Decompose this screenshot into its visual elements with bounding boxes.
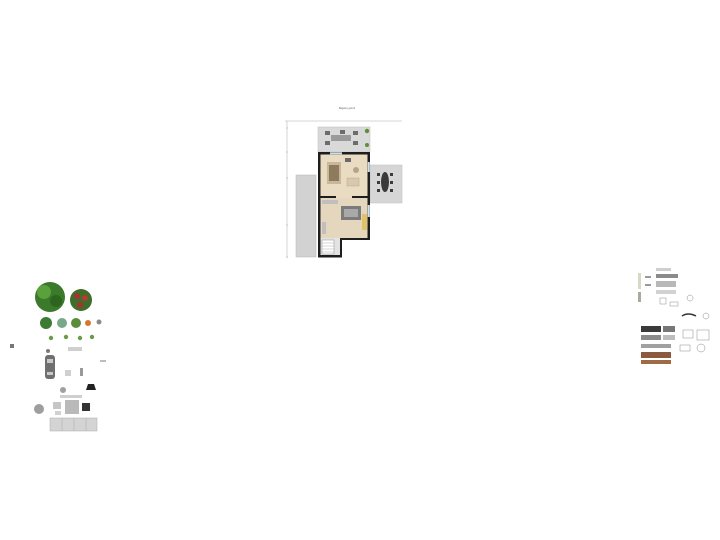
furniture-symbol-icon bbox=[659, 294, 710, 353]
walls bbox=[318, 152, 370, 258]
material-swatch-icon bbox=[638, 268, 678, 302]
side-strip bbox=[295, 174, 317, 258]
landscape-symbols bbox=[10, 282, 106, 432]
living-furniture bbox=[327, 158, 360, 187]
stair bbox=[321, 239, 335, 255]
terrace-plant bbox=[365, 143, 369, 147]
wood-floor-swatch-icon bbox=[641, 326, 675, 364]
plan-title: Begane grond bbox=[338, 107, 356, 110]
tree-icon bbox=[35, 282, 65, 312]
kitchen-furniture bbox=[322, 200, 361, 234]
dimension-lines bbox=[285, 120, 402, 258]
car-icon bbox=[45, 355, 55, 379]
bench-icon bbox=[49, 417, 98, 432]
terrace-plant bbox=[364, 128, 370, 134]
patio-table bbox=[381, 172, 389, 192]
symbol-marker bbox=[10, 344, 14, 348]
landscape-symbol-library bbox=[0, 270, 130, 440]
terrace-chairs bbox=[325, 130, 358, 145]
lounge-set-icon bbox=[34, 400, 90, 415]
red-flowering-shrub-icon bbox=[70, 289, 92, 311]
small-plants bbox=[46, 334, 106, 362]
kitchen-counter bbox=[362, 214, 367, 230]
garden-items bbox=[60, 368, 96, 398]
round-bush-icon bbox=[40, 317, 102, 329]
material-symbol-library bbox=[630, 260, 720, 370]
curved-bench bbox=[681, 313, 697, 317]
material-symbols bbox=[638, 268, 710, 364]
